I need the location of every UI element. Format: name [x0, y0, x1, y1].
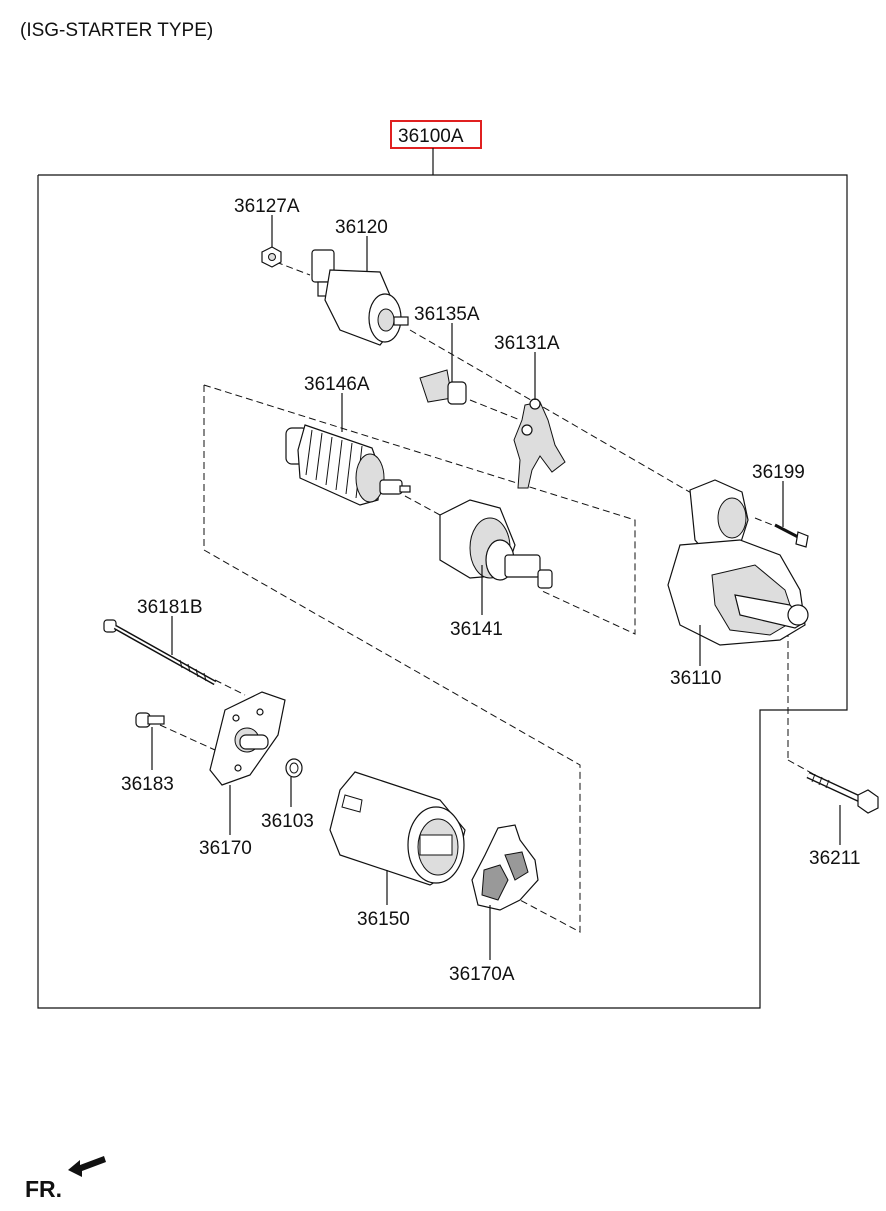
- part-label-36131A[interactable]: 36131A: [494, 333, 560, 354]
- part-label-36146A[interactable]: 36146A: [304, 374, 370, 395]
- assembly-guide-lines: [159, 261, 816, 933]
- part-label-36170[interactable]: 36170: [199, 838, 252, 859]
- part-label-36199[interactable]: 36199: [752, 462, 805, 483]
- through-bolt-part-drawing: [103, 619, 217, 686]
- brush-holder-part-drawing: [471, 824, 539, 911]
- screw-part-drawing: [774, 523, 809, 548]
- yoke-part-drawing: [329, 771, 466, 886]
- plunger-pin-part-drawing: [419, 369, 467, 405]
- part-label-36120[interactable]: 36120: [335, 217, 388, 238]
- end-cover-part-drawing: [209, 691, 286, 786]
- solenoid-part-drawing: [311, 249, 409, 346]
- small-screw-part-drawing: [135, 712, 165, 728]
- part-label-36141[interactable]: 36141: [450, 619, 503, 640]
- nut-part-drawing: [261, 246, 282, 268]
- part-label-36150[interactable]: 36150: [357, 909, 410, 930]
- front-direction-arrow-icon: [68, 1156, 106, 1177]
- assembly-label-box[interactable]: [390, 120, 482, 149]
- part-label-36127A[interactable]: 36127A: [234, 196, 300, 217]
- washer-part-drawing: [285, 758, 303, 778]
- armature-part-drawing: [285, 424, 411, 506]
- part-label-36211[interactable]: 36211: [809, 848, 860, 869]
- assembly-label[interactable]: 36100A: [398, 126, 464, 147]
- part-label-36183[interactable]: 36183: [121, 774, 174, 795]
- part-label-36110[interactable]: 36110: [670, 668, 721, 689]
- diagram-title: (ISG-STARTER TYPE): [20, 20, 213, 41]
- label-leader-lines: [151, 215, 841, 960]
- part-label-36103[interactable]: 36103: [261, 811, 314, 832]
- part-label-36170A[interactable]: 36170A: [449, 964, 515, 985]
- mounting-bolt-part-drawing: [806, 771, 879, 814]
- housing-part-drawing: [667, 479, 809, 646]
- assembly-frame: [37, 174, 848, 1009]
- front-direction-label: FR.: [25, 1176, 62, 1202]
- part-label-36181B[interactable]: 36181B: [137, 597, 203, 618]
- part-label-36135A[interactable]: 36135A: [414, 304, 480, 325]
- overrunning-clutch-part-drawing: [439, 499, 553, 589]
- shift-lever-part-drawing: [513, 398, 566, 489]
